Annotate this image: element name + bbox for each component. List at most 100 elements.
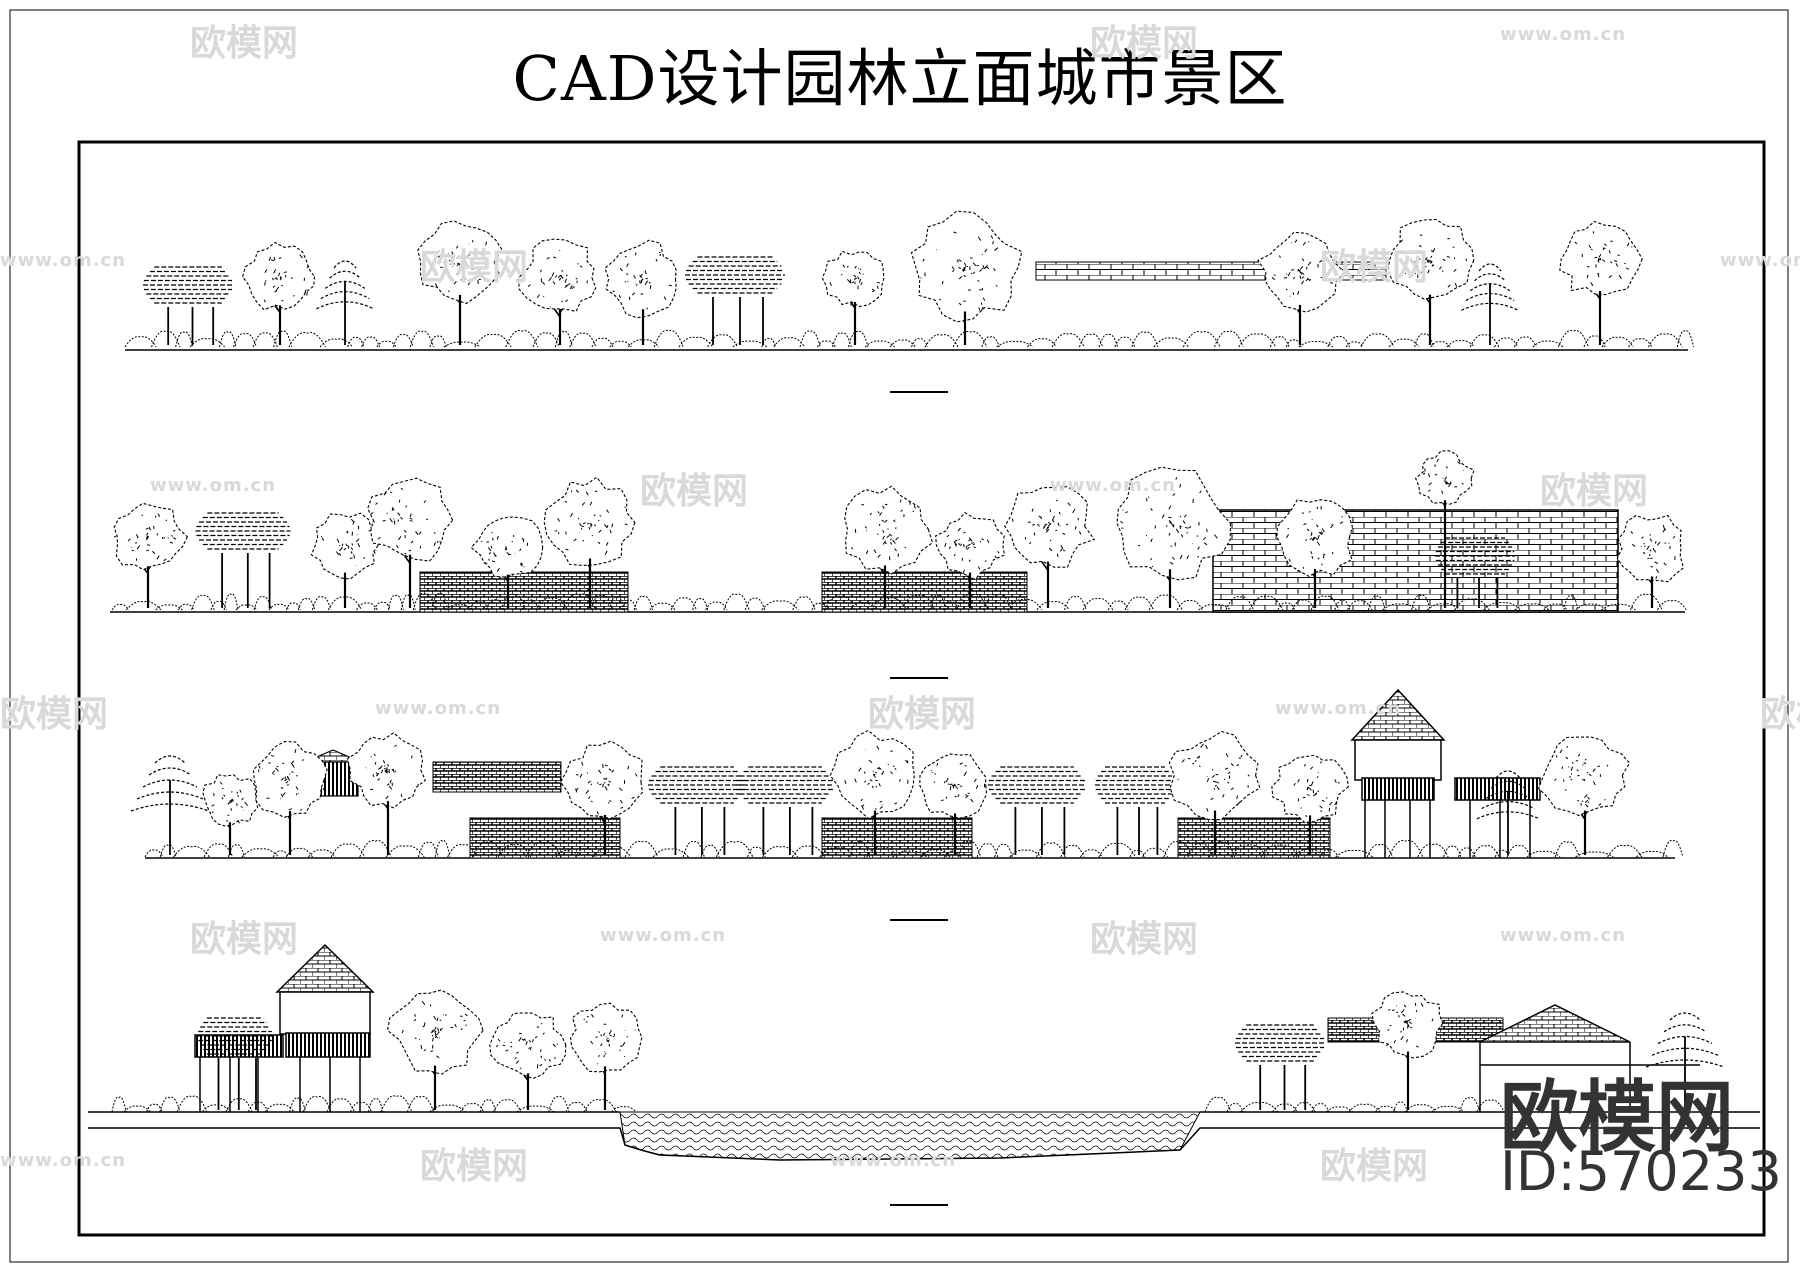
shrub (633, 595, 654, 611)
tree (113, 502, 188, 608)
shrub (1311, 1103, 1330, 1113)
shrub (1526, 850, 1561, 858)
shrub (264, 1103, 295, 1113)
shrub (792, 596, 816, 611)
shrub (1443, 845, 1462, 858)
shrub (203, 843, 234, 858)
shrub (359, 840, 392, 858)
shrub (241, 848, 280, 858)
tree (604, 239, 677, 345)
shrub (744, 597, 766, 611)
shrub (849, 601, 876, 611)
shrub (175, 331, 194, 348)
shrub (1226, 1103, 1244, 1113)
shrub (252, 332, 278, 348)
shrub (562, 593, 597, 611)
tree (470, 516, 544, 608)
tree (310, 512, 380, 608)
shrub (1204, 1096, 1232, 1113)
shrub (434, 840, 451, 858)
tree (1257, 231, 1346, 345)
shrub (1494, 849, 1510, 858)
tree (1645, 1012, 1725, 1110)
shrub (649, 602, 676, 611)
tree (143, 266, 233, 345)
shrub (1430, 341, 1451, 348)
watermark-logo: 欧模网 (420, 1146, 529, 1187)
watermark-logo: 欧模网 (868, 694, 977, 735)
shrub (1405, 1104, 1437, 1113)
shrub (1601, 603, 1636, 611)
tree (1387, 218, 1475, 345)
shrub (1543, 603, 1568, 611)
tree (570, 1002, 643, 1110)
shrub (311, 596, 332, 611)
watermark-logo: 欧模网 (190, 919, 299, 960)
shrub (505, 330, 539, 348)
shrub (590, 594, 613, 611)
shrub (1153, 337, 1189, 348)
shrub (468, 601, 490, 611)
shrub (1327, 336, 1351, 348)
shrub (811, 602, 828, 611)
shrub (431, 592, 448, 611)
shrub (429, 1104, 466, 1113)
shrub (957, 840, 982, 858)
tree (1616, 514, 1685, 608)
shrub (1182, 331, 1221, 348)
shrub (911, 338, 928, 348)
watermark-logo: 欧模网 (640, 471, 749, 512)
drawing-title: CAD设计园林立面城市景区 (512, 42, 1288, 115)
shrub (273, 330, 293, 348)
shrub (608, 596, 625, 611)
shrub (177, 603, 195, 611)
shrub (816, 340, 836, 348)
shrub (1036, 842, 1066, 858)
tree (685, 256, 785, 345)
shrub (521, 599, 540, 611)
shrub (1114, 336, 1136, 348)
shrub (1514, 603, 1550, 611)
tree (386, 989, 484, 1110)
shrub (1382, 603, 1418, 611)
shrub (583, 1099, 617, 1113)
shrub (611, 1106, 637, 1113)
shrub (1285, 339, 1302, 348)
wall-3b (821, 817, 973, 859)
shrub (653, 329, 684, 348)
tree (1168, 730, 1261, 855)
shrub (326, 1098, 355, 1113)
tree (648, 766, 746, 855)
shrub (210, 600, 227, 611)
watermark-url: www.om.cn (1050, 475, 1177, 496)
watermark-logo: 欧模网 (0, 694, 109, 735)
shrub (924, 334, 959, 348)
shrub (832, 332, 852, 348)
shrub (155, 604, 183, 611)
shrub (176, 1095, 208, 1113)
shrub (406, 1095, 435, 1113)
shrub (347, 336, 365, 348)
tree (1461, 263, 1519, 345)
shrub (1417, 843, 1449, 858)
watermark-logo: 欧模网 (1320, 247, 1429, 288)
shrub (479, 1099, 497, 1113)
shrub (219, 331, 237, 348)
shrub (591, 337, 614, 348)
watermark-logo: 欧模网 (420, 247, 529, 288)
shrub (253, 596, 272, 611)
shrub (125, 601, 162, 611)
shrub-group (111, 329, 1694, 1113)
shrub (1142, 847, 1169, 858)
shrub (228, 844, 245, 858)
watermark-url: www.om.cn (1500, 24, 1627, 45)
shrub (847, 331, 869, 348)
tree (197, 1017, 273, 1110)
shrub (319, 338, 353, 348)
tree (367, 477, 454, 608)
shrub (123, 1105, 151, 1113)
pavilion-section-4 (194, 943, 375, 1112)
wall-3c (1177, 817, 1331, 859)
tree (844, 485, 934, 608)
shrub (308, 849, 336, 858)
